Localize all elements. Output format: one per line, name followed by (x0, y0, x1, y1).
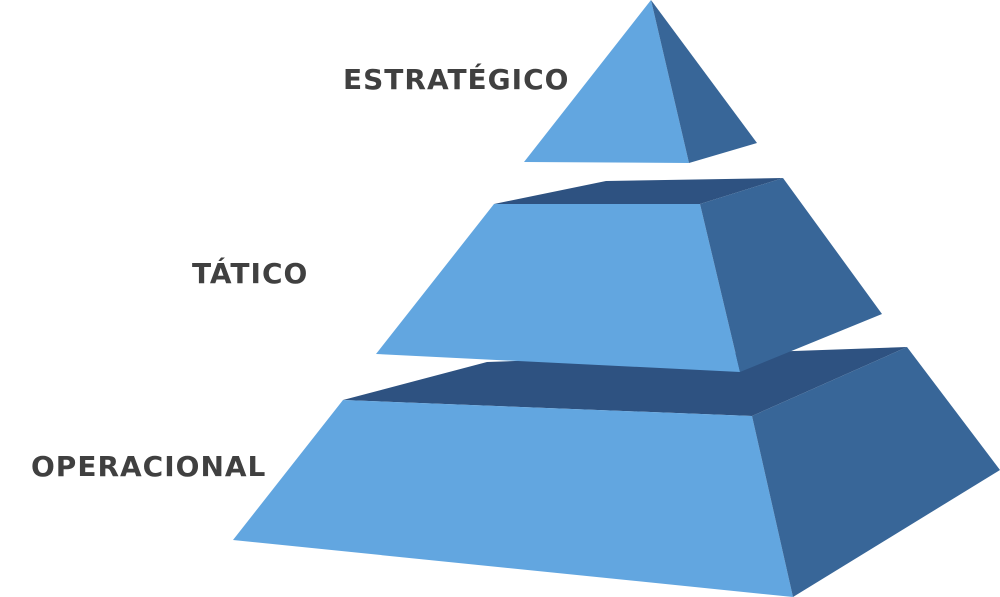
label-estrategico: ESTRATÉGICO (343, 63, 570, 96)
label-tatico: TÁTICO (192, 257, 309, 290)
label-operacional: OPERACIONAL (31, 450, 267, 483)
pyramid-level-operacional (233, 347, 1000, 597)
pyramid-level-estrategico (524, 0, 757, 163)
level-front-face (376, 204, 740, 372)
level-top-face (343, 347, 907, 416)
level-front-face (233, 400, 793, 597)
level-side-face (651, 0, 757, 163)
pyramid-level-tatico (376, 178, 882, 372)
level-side-face (752, 347, 1000, 597)
level-side-face (700, 178, 882, 372)
level-front-face (524, 0, 689, 163)
level-top-face (494, 178, 783, 204)
